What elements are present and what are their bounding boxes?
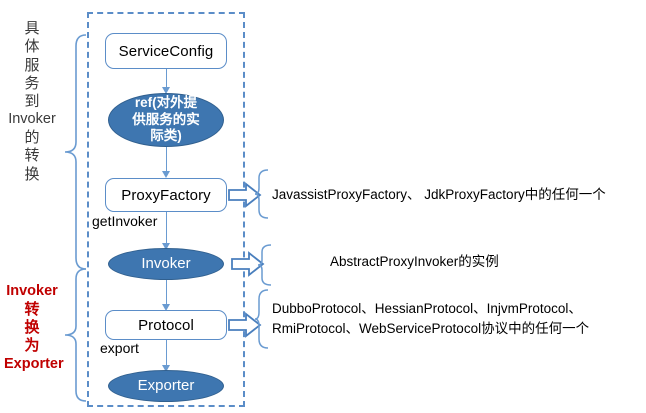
left-label-char: 换 — [24, 165, 40, 183]
brace-left-lower — [64, 268, 87, 402]
connector-protocol-exporter — [166, 340, 167, 367]
left-label-char: 换 — [24, 318, 40, 336]
connector-serviceconfig-ref — [166, 69, 167, 89]
node-label: Invoker — [141, 254, 191, 272]
left-label-word: Invoker — [8, 111, 56, 128]
left-label-invoker-to-exporter: Invoker 转 换 为 Exporter — [4, 283, 64, 373]
connector-invoker-protocol — [166, 280, 167, 306]
node-label-group: ref(对外提 供服务的实 际类) — [132, 95, 200, 146]
block-arrow-protocol — [228, 312, 262, 338]
node-invoker[interactable]: Invoker — [108, 248, 224, 280]
node-protocol[interactable]: Protocol — [105, 310, 227, 340]
left-label-char: 服 — [24, 56, 40, 74]
annotation-protocol-impls: DubboProtocol、HessianProtocol、InjvmProto… — [272, 299, 589, 338]
annotation-line: RmiProtocol、WebServiceProtocol协议中的任何一个 — [272, 320, 590, 336]
edge-label-get-invoker: getInvoker — [92, 213, 158, 229]
left-label-char: 体 — [24, 38, 40, 56]
brace-right-invoker — [258, 244, 272, 286]
node-exporter[interactable]: Exporter — [108, 370, 224, 402]
connector-proxyfactory-invoker — [166, 212, 167, 245]
left-label-char: 务 — [24, 74, 40, 92]
node-label-line: 供服务的实 — [132, 111, 200, 127]
annotation-line: JavassistProxyFactory、 JdkProxyFactory中的… — [272, 187, 606, 202]
brace-right-proxyfactory — [255, 169, 269, 219]
annotation-line: DubboProtocol、HessianProtocol、InjvmProto… — [272, 301, 582, 316]
arrowhead-serviceconfig-ref — [161, 87, 170, 94]
node-label-line: ref(对外提 — [134, 94, 198, 110]
node-label-line: 际类) — [150, 128, 182, 144]
left-label-service-to-invoker: 具 体 服 务 到 Invoker 的 转 换 — [4, 20, 60, 184]
node-proxy-factory[interactable]: ProxyFactory — [105, 178, 227, 212]
arrowhead-invoker-protocol — [161, 304, 170, 311]
brace-left-upper — [64, 34, 87, 270]
block-arrow-proxyfactory — [228, 182, 262, 208]
left-label-word: Invoker — [6, 283, 58, 299]
left-label-char: 转 — [24, 147, 40, 165]
node-service-config[interactable]: ServiceConfig — [105, 33, 227, 69]
annotation-invoker-impls: AbstractProxyInvoker的实例 — [330, 252, 499, 272]
node-label: ProxyFactory — [121, 186, 211, 204]
node-label: Protocol — [138, 316, 194, 334]
left-label-char: 到 — [24, 93, 40, 111]
left-label-char: 的 — [24, 129, 40, 147]
left-label-char: 具 — [24, 20, 40, 37]
connector-ref-proxyfactory — [166, 147, 167, 173]
arrowhead-ref-proxyfactory — [161, 171, 170, 178]
left-label-word: Exporter — [4, 355, 64, 372]
brace-right-protocol — [255, 289, 269, 349]
left-label-char: 为 — [24, 337, 40, 355]
block-arrow-invoker — [231, 251, 265, 277]
node-label: ServiceConfig — [118, 42, 214, 60]
annotation-line: AbstractProxyInvoker的实例 — [330, 254, 499, 269]
arrowhead-proxyfactory-invoker — [161, 243, 170, 250]
annotation-proxyfactory-impls: JavassistProxyFactory、 JdkProxyFactory中的… — [272, 185, 606, 205]
dashed-boundary-region — [87, 12, 245, 407]
arrowhead-protocol-exporter — [161, 365, 170, 372]
edge-label-export: export — [100, 340, 139, 356]
node-label: Exporter — [137, 376, 195, 394]
node-ref[interactable]: ref(对外提 供服务的实 际类) — [108, 93, 224, 147]
left-label-char: 转 — [24, 300, 40, 318]
